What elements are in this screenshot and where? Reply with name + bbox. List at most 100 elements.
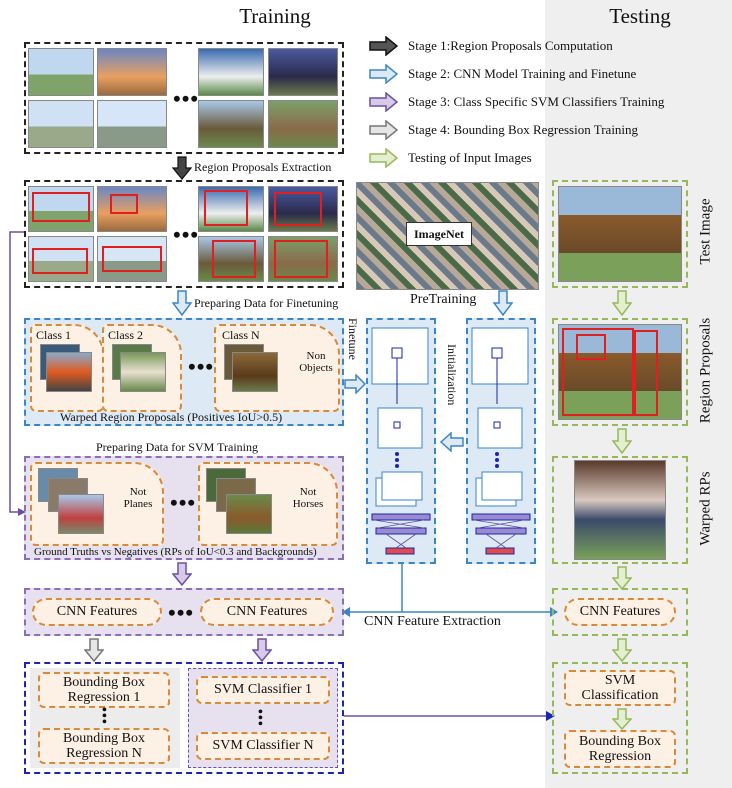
- test-image: [558, 186, 682, 282]
- test-image-box: [552, 180, 688, 288]
- ellipsis: •••: [168, 600, 195, 625]
- ellipsis: •••: [188, 354, 215, 379]
- cnn-feature-extraction-label: CNN Feature Extraction: [364, 614, 501, 629]
- arrow-down-icon: [612, 290, 632, 316]
- arrow-down-icon: [84, 638, 104, 662]
- legend-label: Testing of Input Images: [408, 150, 532, 165]
- arrow-right-icon: [369, 64, 398, 84]
- proposal-box: [110, 194, 138, 214]
- legend-item-stage3: Stage 3: Class Specific SVM Classifiers …: [368, 88, 664, 116]
- horse-image: [226, 494, 272, 534]
- initialization-label: Initialization: [445, 344, 459, 406]
- airplane-image: [28, 100, 94, 148]
- region-proposals-box: [552, 318, 688, 426]
- vertical-dots: •••: [258, 705, 263, 732]
- bbox-regression-box: Bounding Box Regression: [564, 730, 676, 768]
- legend-item-stage4: Stage 4: Bounding Box Regression Trainin…: [368, 116, 664, 144]
- region-proposals-side-label: Region Proposals: [697, 317, 714, 424]
- preparing-finetuning-label: Preparing Data for Finetuning: [194, 296, 339, 310]
- arrow-down-icon: [252, 638, 272, 662]
- legend-label: Stage 1:Region Proposals Computation: [408, 38, 613, 53]
- airplane-image: [28, 48, 94, 96]
- input-images-box: [24, 42, 344, 154]
- connector-line: [344, 711, 555, 721]
- non-objects-label: Non Objects: [299, 350, 333, 374]
- arrow-down-icon: [172, 156, 192, 180]
- cnn-features-box: CNN Features: [200, 598, 334, 626]
- horse-image: [198, 100, 264, 148]
- proposal-box: [634, 330, 658, 416]
- warped-rps-side-label: Warped RPs: [697, 471, 714, 546]
- svm-classification-box: SVM Classification: [564, 670, 676, 706]
- warped-rps-box: [552, 456, 688, 564]
- bbox-regression-n: Bounding Box Regression N: [38, 728, 170, 764]
- proposal-box: [562, 328, 634, 416]
- proposal-box: [212, 240, 256, 278]
- airplane-image: [28, 236, 94, 282]
- arrow-down-icon: [493, 290, 513, 316]
- testing-features-box: [552, 588, 688, 636]
- legend-label: Stage 3: Class Specific SVM Classifiers …: [408, 94, 665, 109]
- warped-proposals-label: Warped Region Proposals (Positives IoU>0…: [60, 410, 283, 424]
- ellipsis: •••: [170, 490, 197, 515]
- proposal-box: [32, 248, 88, 274]
- proposal-box: [32, 192, 90, 222]
- proposal-box: [274, 192, 322, 226]
- horse-image: [198, 48, 264, 96]
- arrow-down-icon: [172, 290, 192, 316]
- airplane-image: [97, 236, 167, 282]
- horse-image: [198, 236, 264, 282]
- svm-classifier-n: SVM Classifier N: [196, 732, 330, 760]
- horse-image: [232, 352, 278, 392]
- arrow-down-icon: [612, 566, 632, 590]
- airplane-image: [97, 186, 167, 232]
- vertical-dots: •••: [102, 703, 107, 730]
- bbox-regression-1: Bounding Box Regression 1: [38, 672, 170, 708]
- test-image: [558, 324, 682, 420]
- ellipsis: •••: [173, 86, 200, 111]
- arrow-left-icon: [440, 432, 464, 452]
- airplane-image: [97, 48, 167, 96]
- ellipsis: •••: [173, 222, 200, 247]
- proposal-box: [576, 334, 606, 360]
- legend-label: Stage 2: CNN Model Training and Finetune: [408, 66, 637, 81]
- arrow-down-icon: [612, 638, 632, 662]
- imagenet-label: ImageNet: [406, 222, 472, 246]
- finetune-label: Finetune: [346, 318, 360, 360]
- car-image: [46, 352, 92, 392]
- warped-rp-image: [574, 460, 666, 560]
- arrow-down-icon: [612, 428, 632, 454]
- arrow-down-icon: [612, 708, 632, 730]
- region-proposals-extraction-label: Region Proposals Extraction: [194, 160, 332, 174]
- training-proposals-box: [24, 180, 344, 288]
- proposal-box: [204, 190, 248, 226]
- airplane-image: [58, 494, 104, 534]
- legend: Stage 1:Region Proposals Computation Sta…: [368, 32, 664, 172]
- cnn-features-box: CNN Features: [32, 598, 162, 626]
- legend-item-stage1: Stage 1:Region Proposals Computation: [368, 32, 664, 60]
- legend-label: Stage 4: Bounding Box Regression Trainin…: [408, 122, 639, 137]
- svm-classifier-1: SVM Classifier 1: [196, 676, 330, 704]
- pretraining-label: PreTraining: [410, 292, 477, 307]
- cnn-diagram: [471, 327, 531, 555]
- arrow-right-icon: [369, 148, 398, 168]
- horse-image: [268, 100, 338, 148]
- proposal-box: [274, 240, 328, 278]
- not-planes-label: Not Planes: [123, 486, 153, 510]
- not-horses-label: Not Horses: [292, 486, 324, 510]
- ground-truths-label: Ground Truths vs Negatives (RPs of IoU<0…: [34, 546, 317, 558]
- arrow-right-icon: [344, 374, 366, 394]
- legend-item-stage2: Stage 2: CNN Model Training and Finetune: [368, 60, 664, 88]
- training-header: Training: [239, 4, 311, 28]
- arrow-right-icon: [369, 36, 398, 56]
- preparing-svm-label: Preparing Data for SVM Training: [96, 440, 258, 454]
- class-1-label: Class 1: [36, 328, 72, 342]
- test-image-side-label: Test Image: [697, 198, 714, 265]
- airplane-image: [97, 100, 167, 148]
- class-2-label: Class 2: [108, 328, 144, 342]
- cnn-diagram: [371, 327, 431, 555]
- cnn-features-box: CNN Features: [564, 598, 676, 626]
- testing-output-box: [552, 662, 688, 774]
- legend-item-testing: Testing of Input Images: [368, 144, 664, 172]
- arrow-right-icon: [369, 92, 398, 112]
